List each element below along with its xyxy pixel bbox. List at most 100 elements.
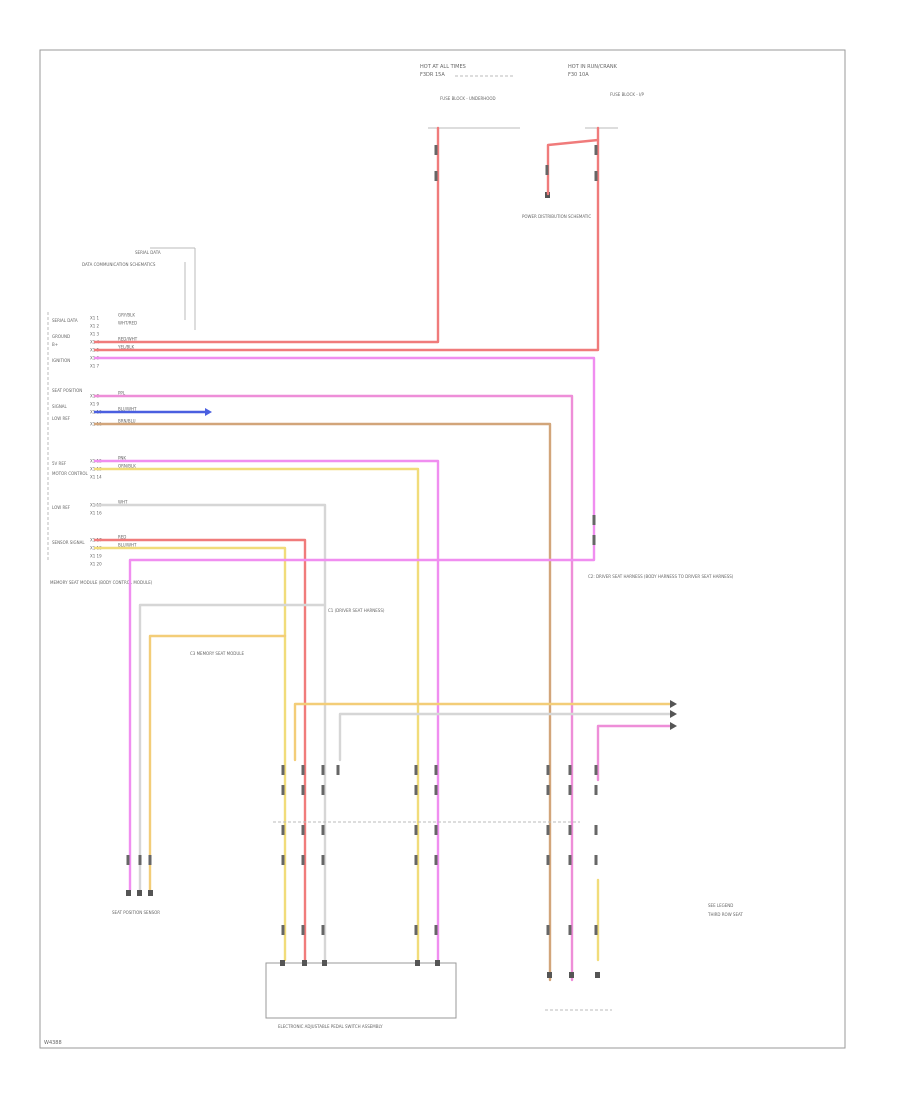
ground-ref: POWER DISTRIBUTION SCHEMATIC <box>522 192 591 219</box>
top-right-ref-note: FUSE BLOCK - I/P <box>610 92 644 97</box>
module-pin: X1 16 <box>90 511 102 516</box>
circuit-label: YEL/BLK <box>117 345 135 350</box>
connector-tick <box>434 825 438 835</box>
footer-code: W4388 <box>44 1040 62 1046</box>
top-right-ref-header: HOT IN RUN/CRANK <box>568 64 618 70</box>
wire-orange-sensor <box>148 634 287 892</box>
connector-tick <box>546 785 550 795</box>
pin-group-label: SIGNAL <box>52 404 68 409</box>
connector-tick <box>321 825 325 835</box>
connector-tick <box>414 855 418 865</box>
right-terminal <box>545 972 612 1011</box>
wire-blue-arrow <box>205 408 212 416</box>
legend-note-2: THIRD ROW SEAT <box>707 912 743 917</box>
connector-tick <box>414 925 418 935</box>
seat-sensor-label: SEAT POSITION SENSOR <box>112 910 160 915</box>
pedal-switch-label: ELECTRONIC ADJUSTABLE PEDAL SWITCH ASSEM… <box>278 1024 383 1029</box>
wire-gray-right <box>338 712 672 762</box>
connector-tick <box>594 925 598 935</box>
pin-group-label: LOW REF <box>52 505 71 510</box>
connector-tick <box>568 785 572 795</box>
wire-yellow-lower <box>93 546 287 962</box>
connector-tick <box>281 925 285 935</box>
harness-c1-label: C1 (DRIVER SEAT HARNESS) <box>328 608 385 613</box>
connector-tick <box>568 825 572 835</box>
wire-magenta-mid <box>93 459 440 962</box>
connector-tick <box>434 145 438 155</box>
connector-tick <box>568 855 572 865</box>
connector-tick <box>592 535 596 545</box>
connector-tick <box>336 765 340 775</box>
circuit-label: GRY/BLK <box>118 313 135 318</box>
module-pin: X1 7 <box>90 364 100 369</box>
connector-tick <box>592 515 596 525</box>
connector-tick <box>414 765 418 775</box>
connector-tick <box>545 165 549 175</box>
connector-tick <box>281 855 285 865</box>
right-arrows <box>670 700 677 730</box>
connector-tick <box>546 765 550 775</box>
pedal-switch-box <box>265 962 457 1019</box>
top-right-fuse-ref: HOT IN RUN/CRANK F30 10A FUSE BLOCK - I/… <box>568 64 644 129</box>
connector-tick <box>594 145 598 155</box>
connector-tick <box>546 855 550 865</box>
connector-tick <box>546 825 550 835</box>
connector-tick <box>434 785 438 795</box>
connector-tick <box>546 925 550 935</box>
wire-magenta-top <box>93 356 596 522</box>
module-pin: X1 3 <box>90 332 100 337</box>
wire-gray <box>93 503 327 962</box>
pedal-switch-assembly: ELECTRONIC ADJUSTABLE PEDAL SWITCH ASSEM… <box>265 960 457 1029</box>
pin-group-label: IGNITION <box>52 358 70 363</box>
pin-group-label: B+ <box>52 342 58 347</box>
connector-tick <box>301 765 305 775</box>
connector-tick <box>568 765 572 775</box>
connector-tick <box>138 855 142 865</box>
module-pin: X1 20 <box>90 562 102 567</box>
connector-tick <box>594 171 598 181</box>
connector-tick <box>301 855 305 865</box>
connector-tick <box>568 925 572 935</box>
module-pin: X1 19 <box>90 554 102 559</box>
module-bracket: MEMORY SEAT MODULE (BODY CONTROL MODULE) <box>47 312 153 585</box>
connector-tick <box>434 765 438 775</box>
connector-tick <box>321 765 325 775</box>
module-pin: X1 1 <box>90 316 100 321</box>
circuit-label: BLU/WHT <box>118 543 137 548</box>
left-top-ref: SERIAL DATA DATA COMMUNICATION SCHEMATIC… <box>82 247 196 330</box>
module-name: MEMORY SEAT MODULE (BODY CONTROL MODULE) <box>50 580 153 585</box>
pin-group-label: LOW REF <box>52 416 71 421</box>
connector-tick <box>414 825 418 835</box>
diagram-frame <box>39 49 846 1049</box>
pin-group-label: SEAT POSITION <box>52 388 82 393</box>
connector-marks <box>126 145 598 935</box>
module-pin: X1 9 <box>90 402 100 407</box>
wire-red-fuse-left <box>93 126 440 344</box>
module-pin: X1 14 <box>90 475 102 480</box>
connector-tick <box>281 785 285 795</box>
wire-red-fuse-right <box>93 126 600 352</box>
pin-group-label: 5V REF <box>52 461 67 466</box>
arrow-1 <box>670 700 677 708</box>
connector-tick <box>126 855 130 865</box>
circuit-label: RED/WHT <box>118 337 138 342</box>
pin-group-label: SERIAL DATA <box>52 318 78 323</box>
connector-tick <box>281 825 285 835</box>
top-right-ref-fuse: F30 10A <box>568 72 589 78</box>
wire-gray-sensor <box>138 603 327 892</box>
connector-tick <box>594 825 598 835</box>
pin-group-label: GROUND <box>52 334 70 339</box>
wire-pink-lower-right <box>596 724 672 782</box>
circuit-label: RED <box>118 535 126 540</box>
harness-c3-label: C3 MEMORY SEAT MODULE <box>190 651 244 656</box>
seat-sensor-connector: SEAT POSITION SENSOR <box>112 890 160 915</box>
connector-tick <box>301 825 305 835</box>
left-top-ref-label: DATA COMMUNICATION SCHEMATICS <box>82 262 156 267</box>
top-left-ref-note: FUSE BLOCK - UNDERHOOD <box>440 96 496 101</box>
wire-orange-right <box>293 702 672 762</box>
connector-tick <box>434 925 438 935</box>
harness-c2-label: C2: DRIVER SEAT HARNESS (BODY HARNESS TO… <box>588 574 734 579</box>
wire-red-lower <box>93 538 307 962</box>
connector-tick <box>594 855 598 865</box>
